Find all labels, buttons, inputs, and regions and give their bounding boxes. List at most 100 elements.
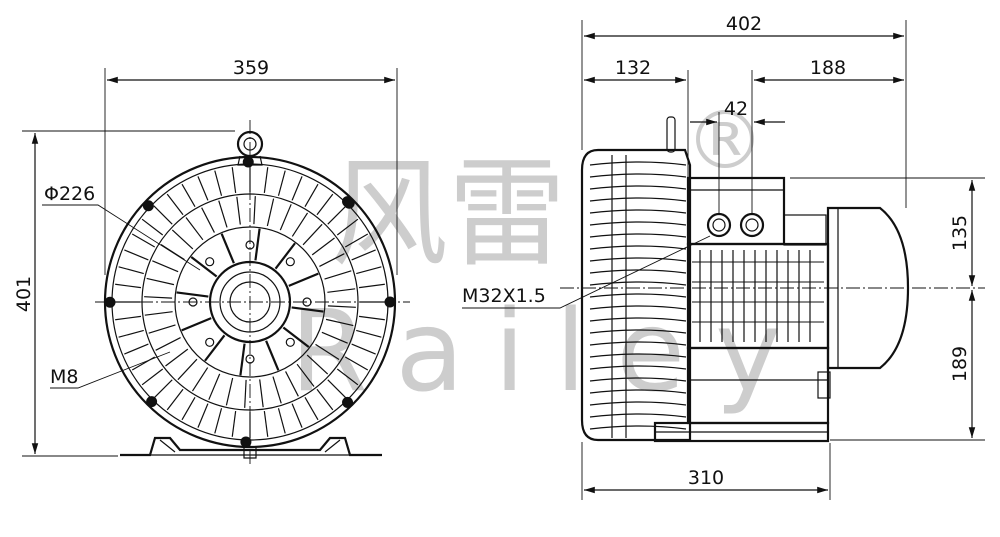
- dimension-side-left: 132: [584, 57, 689, 178]
- cooling-fin: [291, 212, 309, 237]
- cooling-fin: [146, 277, 175, 286]
- cooling-fin: [351, 249, 376, 261]
- rim-bolt: [342, 396, 354, 408]
- cooling-fin: [218, 200, 228, 228]
- front-view: 359 401 Φ226 M8: [13, 57, 410, 465]
- housing-fin: [589, 389, 687, 394]
- cooling-fin: [171, 229, 194, 250]
- cooling-fin: [148, 324, 176, 334]
- cooling-fin: [231, 410, 237, 437]
- cooling-fin: [311, 237, 335, 256]
- cooling-fin: [285, 371, 299, 397]
- housing-fin: [589, 317, 687, 322]
- side-view: 402 132 188 42 310: [462, 13, 985, 500]
- cooling-fin: [304, 396, 319, 421]
- cooling-fin: [165, 348, 189, 367]
- cooling-fin: [214, 170, 223, 196]
- dimension-gland-spacing: 42: [690, 98, 785, 214]
- cooling-fin: [263, 167, 269, 194]
- dimension-side-bottom-height: 189: [830, 290, 985, 441]
- housing-fin: [589, 173, 687, 178]
- cooling-fin: [358, 315, 385, 321]
- hub-bolt-hole: [245, 240, 255, 250]
- rim-bolt: [104, 296, 116, 308]
- cooling-fin: [327, 205, 347, 225]
- cooling-fin: [214, 408, 223, 434]
- side-lifting-bolt: [666, 116, 676, 153]
- cooling-fin: [272, 376, 282, 404]
- dimension-front-width: 359: [104, 57, 398, 275]
- housing-spoke: [181, 317, 212, 332]
- cooling-fin: [253, 196, 256, 225]
- cooling-fin: [115, 315, 142, 321]
- rim-bolt: [384, 296, 396, 308]
- housing-fin: [589, 413, 687, 418]
- cooling-fins-outer: [114, 166, 386, 438]
- fan-cover: [826, 206, 910, 370]
- label-side-bottom-height: 189: [949, 346, 971, 382]
- cooling-fin: [266, 198, 275, 227]
- housing-fin: [589, 341, 687, 346]
- hub-bolt-holes: [188, 240, 312, 364]
- housing-fin: [589, 221, 687, 226]
- front-inner-ring: [174, 226, 326, 378]
- cooling-fin: [144, 311, 173, 316]
- housing-spokes: [176, 228, 324, 376]
- cooling-fin: [166, 388, 184, 411]
- front-hub-outer: [208, 260, 292, 344]
- dimension-front-height: 401: [13, 130, 235, 457]
- cooling-fin: [327, 288, 356, 293]
- housing-fin: [589, 401, 687, 406]
- housing-spoke: [265, 340, 280, 371]
- housing-fin: [589, 233, 687, 238]
- label-side-top-height: 135: [949, 215, 971, 251]
- cooling-fin: [181, 396, 196, 421]
- cooling-fin: [316, 388, 334, 411]
- dimension-side-total: 402: [581, 13, 907, 208]
- lifting-eye: [236, 130, 264, 166]
- cooling-fin: [344, 356, 369, 371]
- cooling-fin: [279, 204, 292, 231]
- housing-fin: [589, 365, 687, 370]
- cooling-fin: [208, 373, 221, 400]
- housing-fin: [589, 305, 687, 310]
- rim-bolt-holes: [104, 156, 396, 448]
- cooling-fin: [115, 283, 142, 289]
- cooling-fin: [277, 408, 286, 434]
- cooling-fin: [197, 176, 209, 201]
- housing-spoke: [204, 334, 226, 362]
- rim-bolt: [343, 197, 355, 209]
- cooling-fin: [319, 253, 345, 267]
- blower-housing: [580, 148, 692, 442]
- front-hub-inner: [219, 271, 281, 333]
- label-side-total: 402: [726, 13, 762, 35]
- housing-fin: [589, 197, 687, 202]
- leader-impeller-diameter: Φ226: [42, 183, 201, 271]
- cooling-fin: [304, 183, 319, 208]
- cooling-fin: [263, 410, 269, 437]
- dimension-side-top-height: 135: [790, 177, 985, 286]
- cooling-fin: [118, 329, 144, 338]
- cooling-fin: [356, 329, 382, 338]
- watermark-chinese: 风雷: [330, 145, 566, 283]
- housing-fin: [589, 185, 687, 190]
- cooling-fin: [244, 379, 247, 408]
- cooling-fin: [141, 368, 164, 386]
- terminal-box: [686, 176, 786, 246]
- cooling-fin: [277, 170, 286, 196]
- housing-spoke: [282, 326, 310, 348]
- cooling-fin: [259, 379, 264, 408]
- housing-spoke: [190, 256, 218, 278]
- cooling-fin: [356, 266, 382, 275]
- cooling-fin: [197, 403, 209, 428]
- cooling-fin: [181, 183, 196, 208]
- housing-spoke: [220, 233, 235, 264]
- housing-fin: [589, 281, 687, 286]
- label-impeller-diameter: Φ226: [44, 183, 95, 205]
- dimension-side-base: 310: [581, 442, 831, 500]
- cooling-fin: [124, 343, 149, 355]
- rim-bolt: [146, 396, 158, 408]
- housing-spoke: [254, 228, 261, 261]
- label-side-right: 188: [810, 57, 846, 79]
- hub-bolt-hole: [205, 257, 215, 267]
